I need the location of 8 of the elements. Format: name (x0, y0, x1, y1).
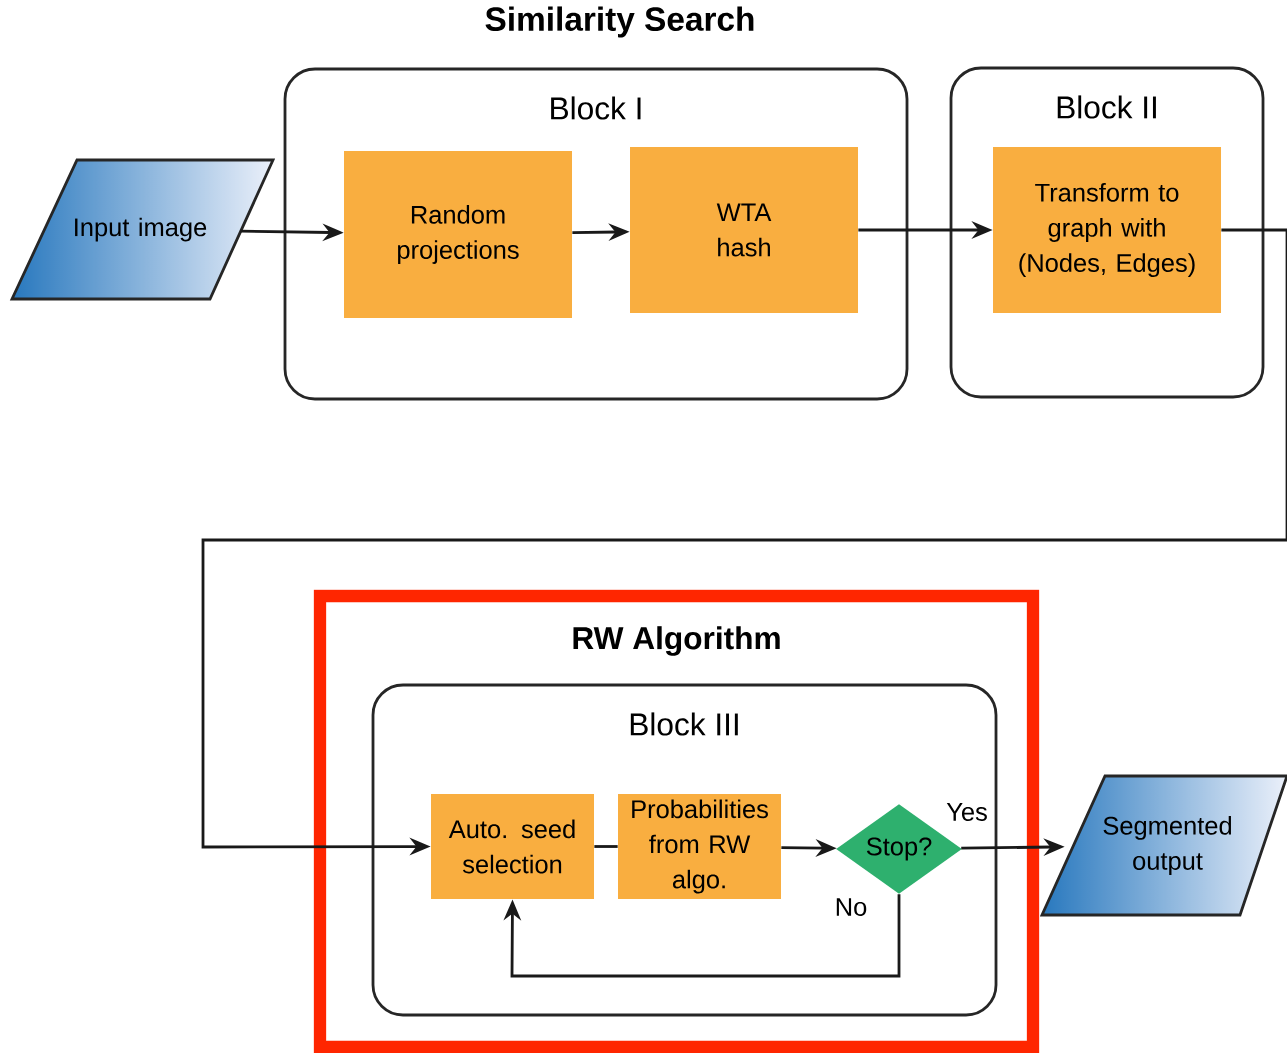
process-box: Probabilities from RW algo. (618, 794, 781, 899)
process-box: Transform to graph with (Nodes, Edges) (993, 147, 1221, 313)
edge-label: No (832, 896, 870, 918)
title: Similarity Search (485, 6, 754, 38)
arrow (503, 894, 901, 978)
process-box: Random projections (344, 151, 572, 318)
process-box: WTA hash (630, 147, 858, 313)
process-box: Auto. seed selection (431, 794, 594, 899)
